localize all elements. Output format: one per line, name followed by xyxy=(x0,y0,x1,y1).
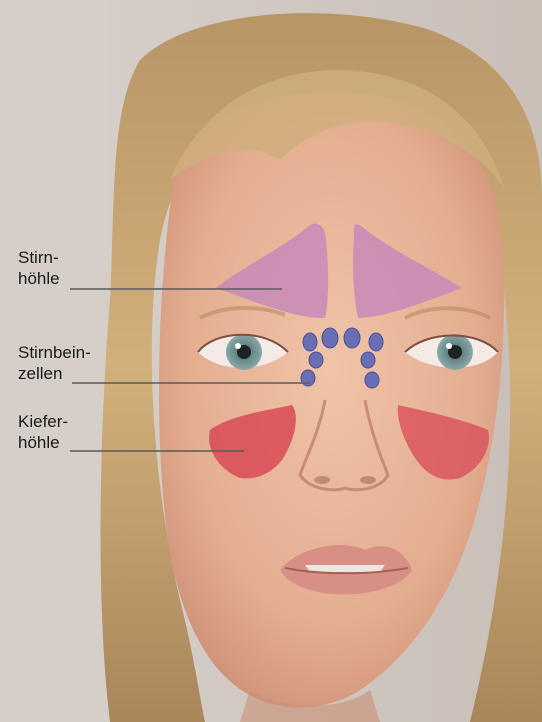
label-ethmoid-cells: Stirnbein- zellen xyxy=(18,342,91,384)
right-nostril xyxy=(360,476,376,484)
label-maxillary-line2: höhle xyxy=(18,432,68,453)
ethmoid-cell xyxy=(303,333,317,351)
ethmoid-cell xyxy=(369,333,383,351)
label-maxillary-sinus: Kiefer- höhle xyxy=(18,411,68,453)
label-frontal-line1: Stirn- xyxy=(18,247,60,268)
ethmoid-cell xyxy=(344,328,360,348)
ethmoid-cell xyxy=(365,372,379,388)
ethmoid-cell xyxy=(322,328,338,348)
ethmoid-cell xyxy=(309,352,323,368)
label-ethmoid-line2: zellen xyxy=(18,363,91,384)
label-frontal-sinus: Stirn- höhle xyxy=(18,247,60,289)
ethmoid-cell xyxy=(361,352,375,368)
label-maxillary-line1: Kiefer- xyxy=(18,411,68,432)
label-ethmoid-line1: Stirnbein- xyxy=(18,342,91,363)
left-nostril xyxy=(314,476,330,484)
label-frontal-line2: höhle xyxy=(18,268,60,289)
